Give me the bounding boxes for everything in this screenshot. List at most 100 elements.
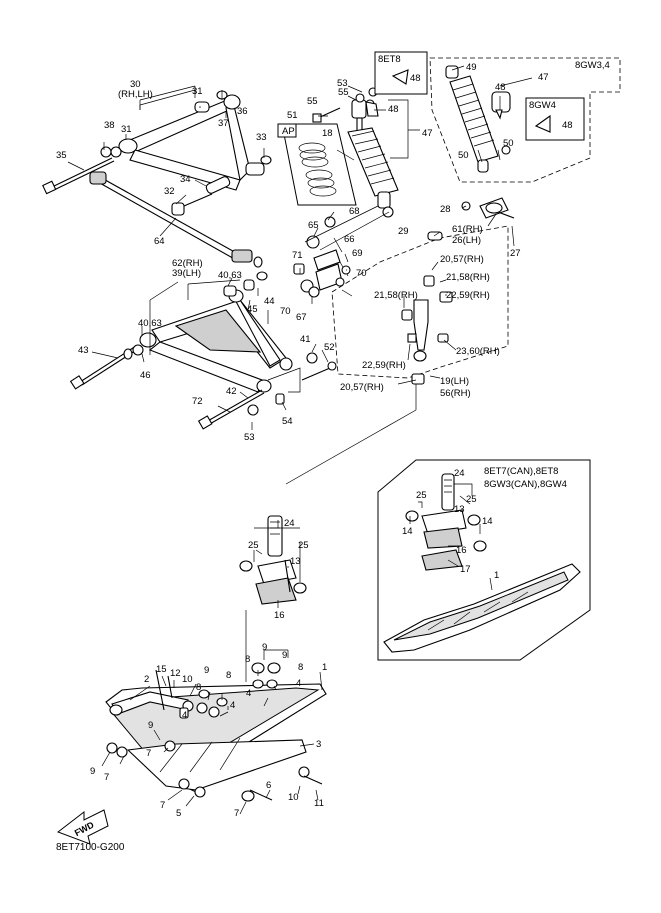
bolt-52 bbox=[301, 352, 337, 381]
box-8gw34: 8GW3,4 8GW4 48 bbox=[429, 57, 621, 183]
callout-m2: 2 bbox=[144, 674, 149, 685]
callout-42: 42 bbox=[226, 386, 237, 397]
callout-m9b: 9 bbox=[282, 650, 287, 661]
callout-70a: 70 bbox=[356, 268, 367, 279]
callout-32: 32 bbox=[164, 186, 175, 197]
diagram-code: 8ET7100-G200 bbox=[56, 842, 125, 853]
callout-21a: 21,58(RH) bbox=[446, 272, 490, 283]
callout-m8d: 8 bbox=[226, 670, 231, 681]
callout-52: 52 bbox=[324, 342, 335, 353]
callout-47a: 47 bbox=[422, 128, 433, 139]
callout-50b: 50 bbox=[503, 138, 514, 149]
callout-38: 38 bbox=[104, 120, 115, 131]
callout-56: 56(RH) bbox=[440, 388, 471, 399]
callout-66: 66 bbox=[344, 234, 355, 245]
shock-absorber-8gw bbox=[445, 65, 511, 173]
callout-s16: 16 bbox=[274, 610, 285, 621]
callout-m12: 12 bbox=[170, 668, 181, 679]
fwd-arrow-icon: FWD bbox=[56, 809, 109, 845]
callout-m7b: 7 bbox=[104, 772, 109, 783]
callout-44: 44 bbox=[264, 296, 275, 307]
callout-m1: 1 bbox=[322, 662, 327, 673]
callout-69: 69 bbox=[352, 248, 363, 259]
callout-34: 34 bbox=[180, 174, 191, 185]
callout-62: 62(RH) bbox=[172, 258, 203, 269]
callout-k17: 17 bbox=[460, 564, 471, 575]
callout-47b: 47 bbox=[538, 72, 549, 83]
spacer-34-32 bbox=[171, 176, 231, 216]
callout-55a: 55 bbox=[307, 96, 318, 107]
callout-35: 35 bbox=[56, 150, 67, 161]
callout-m5: 5 bbox=[176, 808, 181, 819]
callout-k14b: 14 bbox=[482, 516, 493, 527]
callout-23: 23,60(RH) bbox=[456, 346, 500, 357]
callout-43: 43 bbox=[78, 345, 89, 356]
callout-s25a: 25 bbox=[248, 540, 259, 551]
callout-31b: 31 bbox=[121, 124, 132, 135]
callout-54: 54 bbox=[282, 416, 293, 427]
leader-lines bbox=[67, 65, 533, 815]
callout-29: 29 bbox=[398, 226, 409, 237]
callout-20b: 20,57(RH) bbox=[340, 382, 384, 393]
callout-46: 46 bbox=[140, 370, 151, 381]
callout-40a: 40,63 bbox=[218, 270, 242, 281]
callout-27: 27 bbox=[510, 248, 521, 259]
shock-absorber-47 bbox=[312, 87, 399, 218]
callout-53: 53 bbox=[337, 78, 348, 89]
callout-30-rhlh: (RH,LH) bbox=[118, 89, 153, 100]
callout-m4b: 4 bbox=[246, 688, 251, 699]
tie-rod-64 bbox=[89, 171, 263, 268]
upper-a-arm bbox=[100, 89, 272, 191]
callout-s24: 24 bbox=[284, 518, 295, 529]
callout-m6: 6 bbox=[266, 780, 271, 791]
callout-k14a: 14 bbox=[402, 526, 413, 537]
callout-21b: 21,58(RH) bbox=[374, 290, 418, 301]
callout-s13: 13 bbox=[290, 556, 301, 567]
callout-m10b: 10 bbox=[288, 792, 299, 803]
callout-39: 39(LH) bbox=[172, 268, 201, 279]
callout-55b: 55 bbox=[338, 87, 349, 98]
callout-65: 65 bbox=[308, 220, 319, 231]
callout-72: 72 bbox=[192, 396, 203, 407]
callout-m3: 3 bbox=[316, 739, 321, 750]
callout-19: 19(LH) bbox=[440, 376, 469, 387]
callout-50a: 50 bbox=[458, 150, 469, 161]
ski-main bbox=[105, 662, 327, 802]
callout-31: 31 bbox=[192, 86, 203, 97]
callout-36: 36 bbox=[237, 106, 248, 117]
callout-labels: 30 (RH,LH) 31 31 36 37 38 33 35 34 32 64… bbox=[56, 62, 549, 819]
callout-37: 37 bbox=[218, 118, 229, 129]
callout-40b: 40,63 bbox=[138, 318, 162, 329]
callout-20a: 20,57(RH) bbox=[440, 254, 484, 265]
callout-m4c: 4 bbox=[182, 710, 187, 721]
callout-49: 49 bbox=[466, 62, 477, 73]
callout-70b: 70 bbox=[280, 306, 291, 317]
callout-k25a: 25 bbox=[416, 490, 427, 501]
callout-m9d: 9 bbox=[148, 720, 153, 731]
callout-45: 45 bbox=[247, 304, 258, 315]
callout-71: 71 bbox=[292, 250, 303, 261]
callout-m7d: 7 bbox=[234, 808, 239, 819]
callout-48a: 48 bbox=[388, 104, 399, 115]
callout-m9a: 9 bbox=[262, 642, 267, 653]
callout-s25b: 25 bbox=[298, 540, 309, 551]
box-8et8: 8ET8 48 bbox=[374, 51, 428, 95]
bolt-35 bbox=[42, 157, 115, 195]
steering-column bbox=[239, 515, 307, 682]
callout-m9e: 9 bbox=[90, 766, 95, 777]
callout-m7c: 7 bbox=[160, 800, 165, 811]
bolt-43 bbox=[69, 344, 144, 390]
ski-box-title-1: 8ET7(CAN),8ET8 bbox=[484, 466, 558, 477]
callout-64: 64 bbox=[154, 236, 165, 247]
callout-k24: 24 bbox=[454, 468, 465, 479]
ap-box-title: AP bbox=[282, 126, 295, 137]
callout-m11: 11 bbox=[314, 798, 324, 809]
callout-22a: 22,59(RH) bbox=[446, 290, 490, 301]
callout-m9c: 9 bbox=[204, 665, 209, 676]
callout-28: 28 bbox=[440, 204, 451, 215]
lower-a-arm bbox=[139, 271, 293, 393]
callout-26: 26(LH) bbox=[452, 235, 481, 246]
callout-30: 30 bbox=[130, 79, 141, 90]
callout-m8a: 8 bbox=[245, 654, 250, 665]
box-8et8-part: 48 bbox=[410, 73, 421, 84]
